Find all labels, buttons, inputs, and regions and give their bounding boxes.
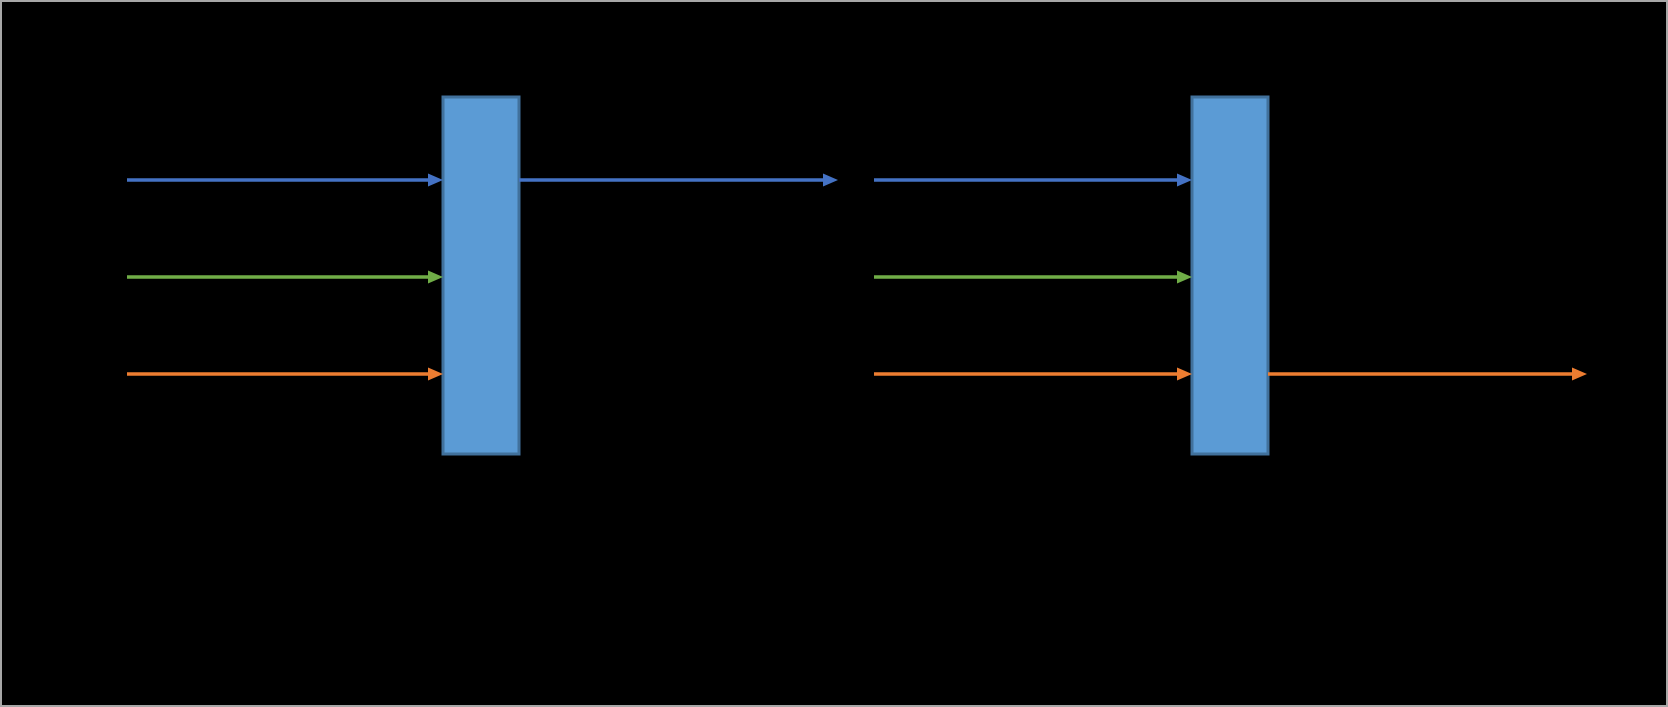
left-filter-input-ray-blue xyxy=(127,173,443,187)
arrowhead-green xyxy=(1177,270,1192,284)
arrowhead-orange xyxy=(428,367,443,381)
right-filter-input-ray-blue xyxy=(874,173,1192,187)
arrowhead-green xyxy=(428,270,443,284)
left-filter-input-ray-green xyxy=(127,270,443,284)
arrowhead-blue xyxy=(428,173,443,187)
arrowhead-orange xyxy=(1177,367,1192,381)
left-filter-rect xyxy=(441,95,521,456)
left-filter-input-ray-orange xyxy=(127,367,443,381)
right-filter-rect xyxy=(1190,95,1270,456)
left-filter-output-ray-blue xyxy=(519,173,838,187)
arrowhead-blue xyxy=(823,173,838,187)
right-filter-output-ray-orange xyxy=(1268,367,1587,381)
right-filter-input-ray-green xyxy=(874,270,1192,284)
arrowhead-orange xyxy=(1572,367,1587,381)
right-filter-input-ray-orange xyxy=(874,367,1192,381)
arrowhead-blue xyxy=(1177,173,1192,187)
